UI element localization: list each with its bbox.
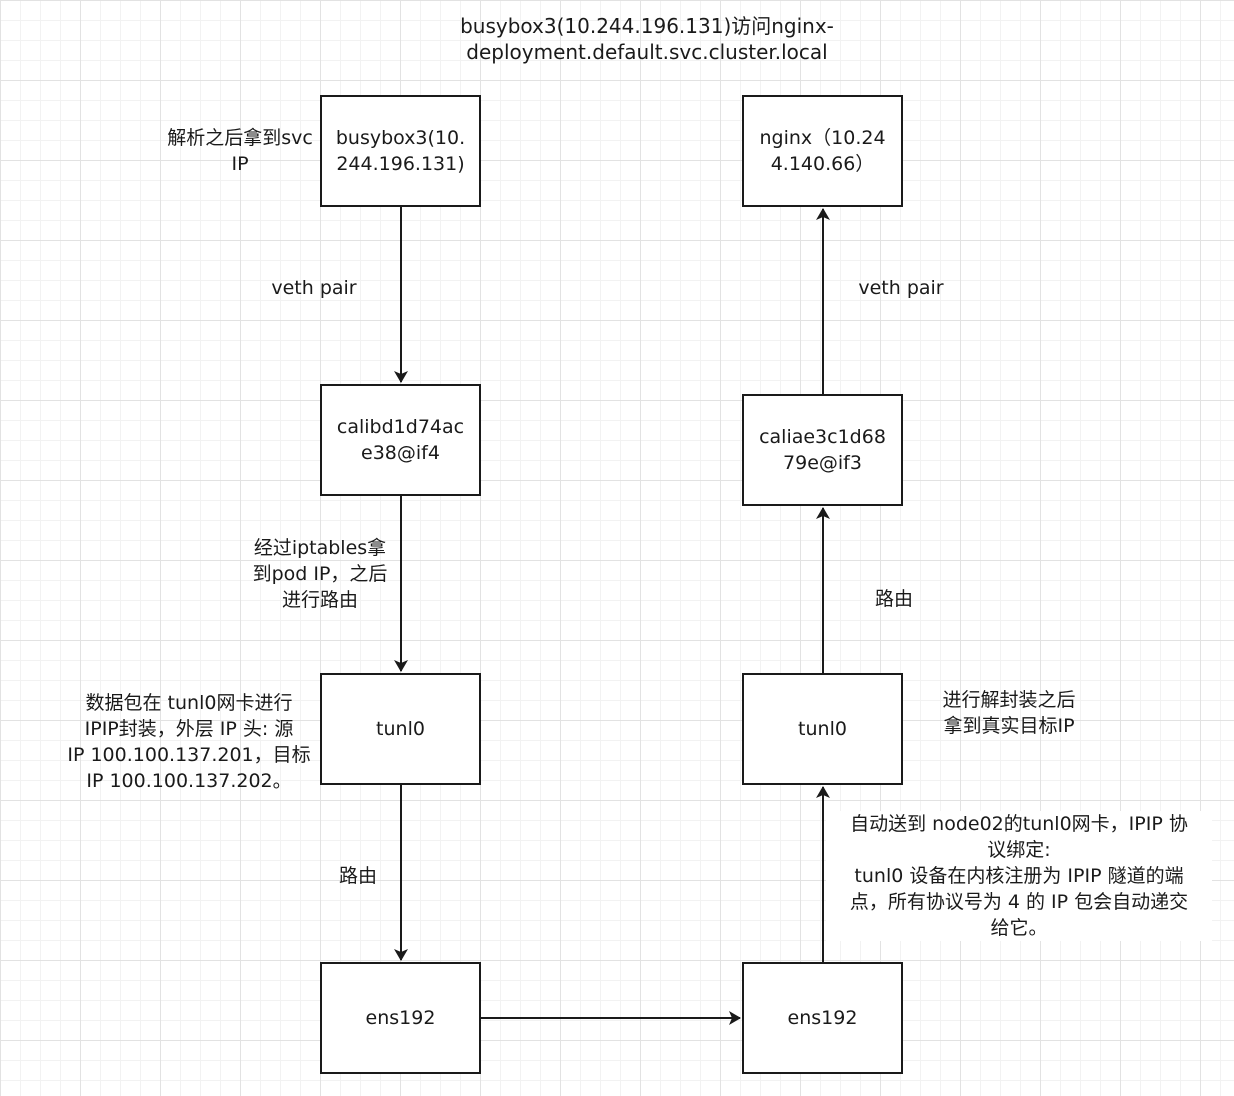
label-ipip-encapsulation: 数据包在 tunl0网卡进行 IPIP封装，外层 IP 头: 源 IP 100.… bbox=[67, 692, 311, 792]
node-caliae3c1d6879e[interactable]: caliae3c1d6879e@if3 bbox=[742, 394, 903, 506]
label-route-right: 路由 bbox=[874, 588, 913, 610]
label-veth-pair-right: veth pair bbox=[858, 277, 944, 299]
node-tunl0-left[interactable]: tunl0 bbox=[320, 673, 481, 785]
node-nginx[interactable]: nginx（10.244.140.66） bbox=[742, 95, 903, 207]
label-auto-deliver-tunl0: 自动送到 node02的tunl0网卡，IPIP 协 议绑定: tunl0 设备… bbox=[826, 811, 1212, 941]
node-ens192-left[interactable]: ens192 bbox=[320, 962, 481, 1074]
diagram-title: busybox3(10.244.196.131)访问nginx- deploym… bbox=[460, 14, 834, 64]
node-ens192-right[interactable]: ens192 bbox=[742, 962, 903, 1074]
label-resolve-svc-ip: 解析之后拿到svc IP bbox=[167, 127, 313, 175]
label-decapsulation: 进行解封装之后 拿到真实目标IP bbox=[942, 689, 1076, 737]
label-iptables-route: 经过iptables拿 到pod IP，之后 进行路由 bbox=[252, 537, 388, 611]
label-veth-pair-left: veth pair bbox=[271, 277, 357, 299]
node-tunl0-right[interactable]: tunl0 bbox=[742, 673, 903, 785]
node-busybox3[interactable]: busybox3(10.244.196.131) bbox=[320, 95, 481, 207]
node-calibd1d74ace38[interactable]: calibd1d74ace38@if4 bbox=[320, 384, 481, 496]
label-route-left: 路由 bbox=[338, 865, 377, 887]
